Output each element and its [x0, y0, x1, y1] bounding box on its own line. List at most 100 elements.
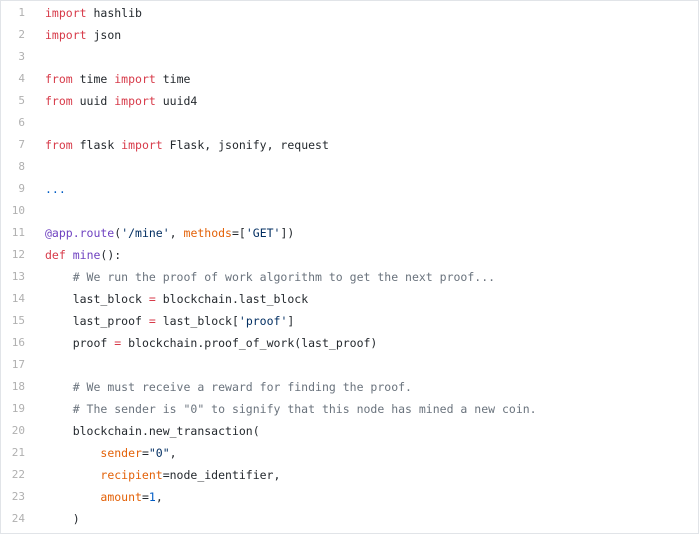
code-token-plain: =: [141, 446, 149, 460]
code-token-plain: blockchain.last_block: [155, 292, 309, 306]
code-line: 15 last_proof = last_block['proof']: [1, 310, 698, 332]
code-text: from time import time: [45, 68, 190, 90]
line-number: 13: [11, 270, 25, 283]
indent: [45, 270, 73, 284]
code-token-plain: [66, 248, 73, 262]
line-number: 1: [18, 6, 25, 19]
code-text: from uuid import uuid4: [45, 90, 197, 112]
indent: [45, 402, 73, 416]
code-text: def mine():: [45, 244, 121, 266]
code-token-plain: =[: [231, 226, 246, 240]
code-token-plain: last_proof: [72, 314, 149, 328]
code-token-keyword: from: [45, 138, 73, 152]
code-text: # We must receive a reward for finding t…: [45, 376, 412, 398]
code-token-string: "0": [148, 446, 170, 460]
code-token-comment: # We must receive a reward for finding t…: [72, 380, 412, 394]
code-token-keyword: =: [148, 314, 156, 328]
code-text: @app.route('/mine', methods=['GET']): [45, 222, 294, 244]
line-number: 15: [11, 314, 25, 327]
indent: [45, 512, 73, 526]
code-text: ...: [45, 178, 66, 200]
code-line: 11 @app.route('/mine', methods=['GET']): [1, 222, 698, 244]
code-token-plain: hashlib: [86, 6, 142, 20]
code-token-keyword: import: [114, 94, 156, 108]
code-token-plain: last_block: [72, 292, 149, 306]
line-number: 17: [11, 358, 25, 371]
code-token-plain: flask: [72, 138, 122, 152]
code-text: last_proof = last_block['proof']: [45, 310, 295, 332]
code-token-plain: ,: [169, 446, 177, 460]
code-line: 16 proof = blockchain.proof_of_work(last…: [1, 332, 698, 354]
code-token-keyword: from: [45, 94, 73, 108]
indent: [45, 424, 73, 438]
line-number: 7: [18, 138, 25, 151]
line-number: 3: [18, 50, 25, 63]
code-token-plain: ]): [280, 226, 295, 240]
code-line: 5 from uuid import uuid4: [1, 90, 698, 112]
code-line: 9...: [1, 178, 698, 200]
code-line: 14 last_block = blockchain.last_block: [1, 288, 698, 310]
code-token-kwarg: sender: [100, 446, 142, 460]
indent: [45, 380, 73, 394]
line-number: 4: [18, 72, 25, 85]
code-token-keyword: =: [148, 292, 156, 306]
code-line: 21 sender="0",: [1, 442, 698, 464]
code-text: amount=1,: [45, 486, 163, 508]
code-token-plain: blockchain.proof_of_work(last_proof): [121, 336, 378, 350]
line-number: 14: [11, 292, 25, 305]
code-token-plain: blockchain.new_transaction(: [72, 424, 260, 438]
indent: [45, 336, 73, 350]
code-line: 1 import hashlib: [1, 2, 698, 24]
code-token-plain: uuid4: [155, 94, 198, 108]
code-text: blockchain.new_transaction(: [45, 420, 260, 442]
code-token-string: 'GET': [245, 226, 281, 240]
code-line: 2 import json: [1, 24, 698, 46]
code-line: 19 # The sender is "0" to signify that t…: [1, 398, 698, 420]
line-number: 2: [18, 28, 25, 41]
code-text: # The sender is "0" to signify that this…: [45, 398, 537, 420]
code-token-plain: time: [155, 72, 191, 86]
code-token-number: ...: [45, 182, 66, 196]
code-token-kwarg: methods: [183, 226, 232, 240]
code-token-plain: json: [86, 28, 122, 42]
line-number: 18: [11, 380, 25, 393]
code-line: 22 recipient=node_identifier,: [1, 464, 698, 486]
code-token-keyword: =: [114, 336, 122, 350]
code-token-plain: ]: [287, 314, 295, 328]
code-token-number: 1: [148, 490, 156, 504]
line-number: 5: [18, 94, 25, 107]
code-line: 6: [1, 112, 698, 134]
code-token-plain: ,: [155, 490, 163, 504]
code-token-plain: proof: [72, 336, 115, 350]
line-number: 9: [18, 182, 25, 195]
indent: [45, 292, 73, 306]
code-token-keyword: import: [114, 72, 156, 86]
code-line: 13 # We run the proof of work algorithm …: [1, 266, 698, 288]
code-token-keyword: from: [45, 72, 73, 86]
code-line: 23 amount=1,: [1, 486, 698, 508]
code-line: 10: [1, 200, 698, 222]
code-text: # We run the proof of work algorithm to …: [45, 266, 495, 288]
code-line: 18 # We must receive a reward for findin…: [1, 376, 698, 398]
code-line: 24 ): [1, 508, 698, 530]
code-line: 4 from time import time: [1, 68, 698, 90]
code-token-kwarg: recipient: [100, 468, 163, 482]
code-text: import hashlib: [45, 2, 142, 24]
line-number: 21: [11, 446, 25, 459]
code-token-string: '/mine': [121, 226, 170, 240]
code-token-keyword: def: [45, 248, 66, 262]
code-token-keyword: import: [45, 28, 87, 42]
line-number: 23: [11, 490, 25, 503]
line-number: 11: [11, 226, 25, 239]
code-line: 20 blockchain.new_transaction(: [1, 420, 698, 442]
line-number: 10: [11, 204, 25, 217]
code-token-plain: ():: [100, 248, 122, 262]
code-token-kwarg: amount: [100, 490, 142, 504]
code-token-plain: =node_identifier,: [162, 468, 281, 482]
code-token-plain: =: [141, 490, 149, 504]
code-token-keyword: import: [121, 138, 163, 152]
code-token-plain: time: [72, 72, 115, 86]
code-token-plain: uuid: [72, 94, 115, 108]
